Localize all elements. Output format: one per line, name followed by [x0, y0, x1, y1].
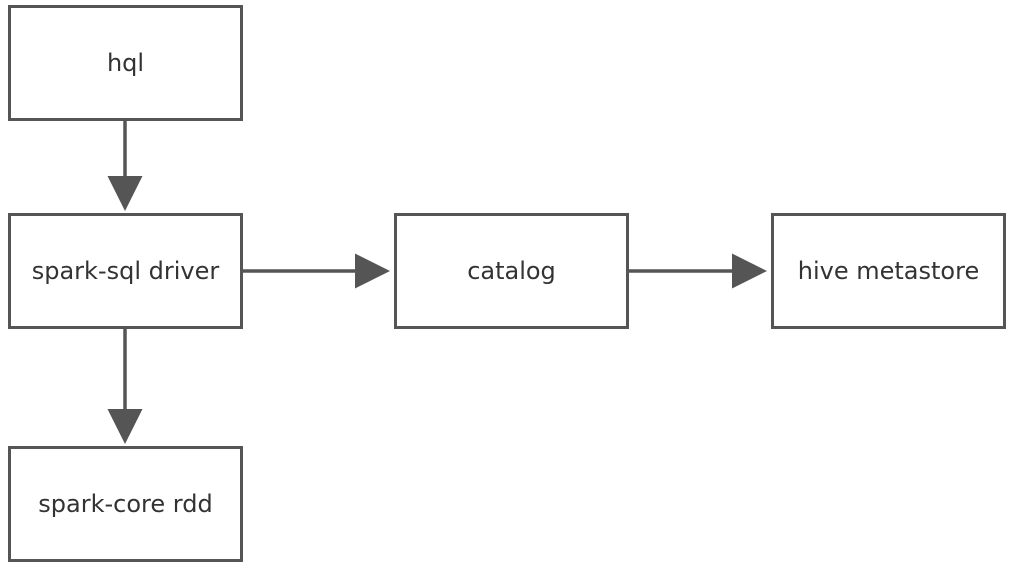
node-hql-label: hql [106, 49, 145, 77]
node-spark-core-rdd: spark-core rdd [8, 446, 243, 562]
node-hive-metastore: hive metastore [771, 213, 1006, 329]
node-catalog: catalog [394, 213, 629, 329]
node-spark-sql-driver: spark-sql driver [8, 213, 243, 329]
node-spark-sql-driver-label: spark-sql driver [31, 257, 220, 285]
node-catalog-label: catalog [467, 257, 556, 285]
node-spark-core-rdd-label: spark-core rdd [38, 490, 213, 518]
node-hql: hql [8, 5, 243, 121]
node-hive-metastore-label: hive metastore [797, 257, 980, 285]
